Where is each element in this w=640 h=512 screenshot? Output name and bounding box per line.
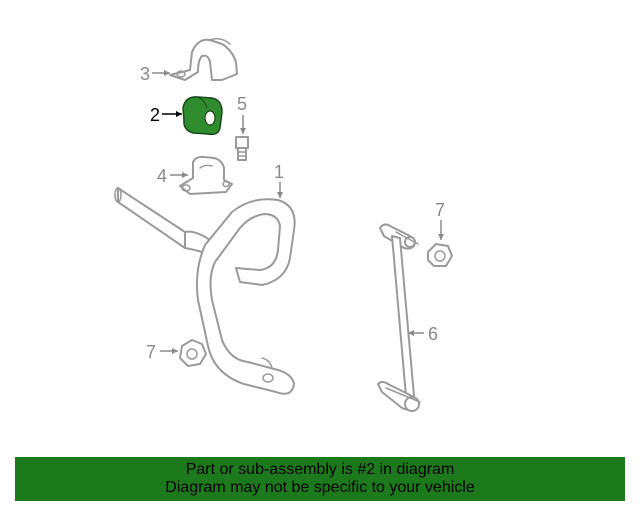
part-3-bracket[interactable] <box>169 37 238 81</box>
part-4-bracket[interactable] <box>179 155 233 195</box>
part-1-stabilizer-bar[interactable] <box>114 187 296 395</box>
banner-line-part: Part or sub-assembly is #2 in diagram <box>185 461 455 478</box>
callout-7-left: 7 <box>146 342 156 362</box>
info-banner: Part or sub-assembly is #2 in diagram Di… <box>15 457 625 501</box>
parts-diagram: 3 2 5 4 1 7 <box>114 37 453 412</box>
callout-3: 3 <box>140 64 150 84</box>
callout-4: 4 <box>157 166 167 186</box>
part-2-bushing[interactable] <box>182 96 223 136</box>
callout-5: 5 <box>237 94 247 114</box>
banner-line-disclaimer: Diagram may not be specific to your vehi… <box>165 479 475 496</box>
callout-2: 2 <box>150 105 160 125</box>
callout-6: 6 <box>428 324 438 344</box>
part-7-nut-left[interactable] <box>179 339 207 367</box>
part-5-bolt[interactable] <box>235 136 249 161</box>
callout-7-right: 7 <box>435 200 445 220</box>
part-7-nut-right[interactable] <box>427 243 453 267</box>
callout-1: 1 <box>274 162 284 182</box>
part-6-stabilizer-link[interactable] <box>377 223 421 412</box>
